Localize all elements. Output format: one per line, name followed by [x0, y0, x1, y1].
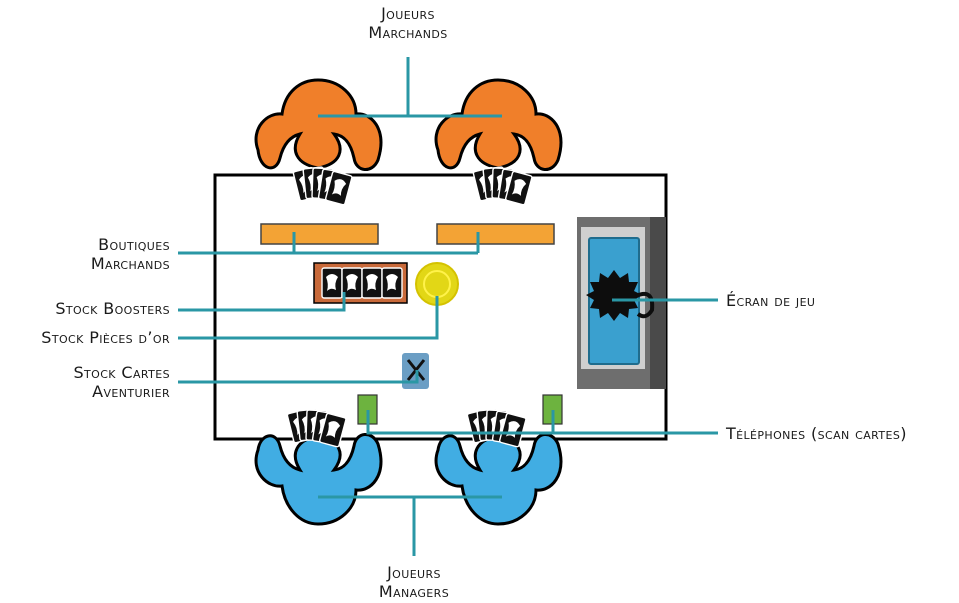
leader-adventurer	[178, 370, 419, 384]
leader-shops	[178, 232, 480, 255]
leader-merchants	[318, 57, 502, 118]
card-fan-icon	[293, 167, 352, 205]
label-joueurs-marchands: Joueurs Marchands	[368, 4, 448, 42]
gold-coin-icon	[415, 262, 459, 306]
label-telephones: Téléphones (scan cartes)	[726, 424, 907, 443]
leader-coins	[178, 296, 439, 340]
label-stock-cartes-aventurier: Stock Cartes Aventurier	[73, 363, 170, 401]
manager-player-left	[254, 433, 383, 526]
leader-boosters	[178, 292, 346, 312]
leader-managers	[318, 495, 502, 556]
label-stock-pieces: Stock Pièces d’or	[41, 328, 170, 347]
creature-emblem-icon	[586, 270, 655, 321]
merchant-player-left	[254, 78, 383, 171]
label-joueurs-managers: Joueurs Managers	[378, 563, 450, 601]
label-boutiques-marchands: Boutiques Marchands	[90, 235, 170, 273]
manager-player-right	[434, 433, 563, 526]
label-stock-boosters: Stock Boosters	[55, 299, 170, 318]
leader-phones	[366, 410, 718, 435]
leader-lines	[178, 57, 718, 556]
label-ecran-de-jeu: Écran de jeu	[726, 291, 816, 310]
card-fan-icon	[473, 167, 532, 205]
game-screen	[577, 217, 666, 389]
merchant-player-right	[434, 78, 563, 171]
booster-stock	[313, 262, 408, 304]
shop-tray-left	[260, 223, 379, 245]
shop-tray-right	[436, 223, 555, 245]
